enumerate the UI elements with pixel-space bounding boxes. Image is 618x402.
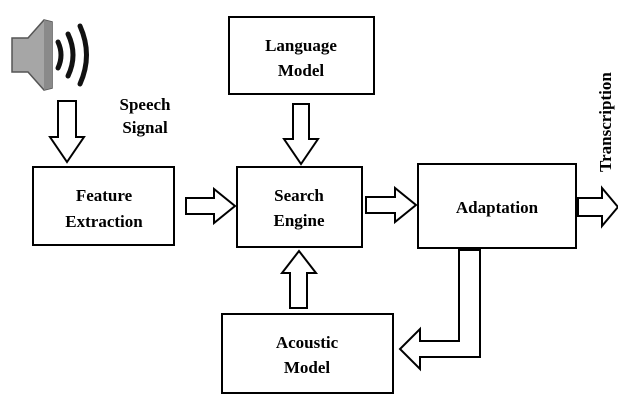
language-model-label-line1: Language xyxy=(265,36,337,55)
language-model-block: Language Model xyxy=(228,16,375,95)
acoustic-model-label-line2: Model xyxy=(284,358,331,377)
speech-signal-label-line2: Signal xyxy=(122,118,168,137)
arrow-adaptation-to-output xyxy=(577,185,618,229)
search-engine-label-line2: Engine xyxy=(273,211,324,230)
arrow-language-to-search xyxy=(282,103,320,166)
adaptation-label: Adaptation xyxy=(456,198,539,217)
feature-extraction-label-line1: Feature xyxy=(76,186,133,205)
search-engine-label-line1: Search xyxy=(274,186,324,205)
search-engine-block: Search Engine xyxy=(236,166,363,248)
speaker-icon xyxy=(11,19,89,91)
arrow-feature-to-search xyxy=(185,186,237,226)
transcription-label: Transcription xyxy=(596,72,615,172)
arrow-acoustic-to-search xyxy=(279,249,319,309)
acoustic-model-block: Acoustic Model xyxy=(221,313,394,394)
arrow-search-to-adaptation xyxy=(365,185,418,225)
speech-signal-label-line1: Speech xyxy=(120,95,172,114)
acoustic-model-label-line1: Acoustic xyxy=(276,333,339,352)
language-model-label-line2: Model xyxy=(278,61,325,80)
feature-extraction-label-line2: Extraction xyxy=(65,212,143,231)
feature-extraction-block: Feature Extraction xyxy=(32,166,175,246)
arrow-adaptation-to-acoustic xyxy=(398,249,481,372)
adaptation-block: Adaptation xyxy=(417,163,577,249)
arrow-speech-to-feature xyxy=(48,100,86,164)
